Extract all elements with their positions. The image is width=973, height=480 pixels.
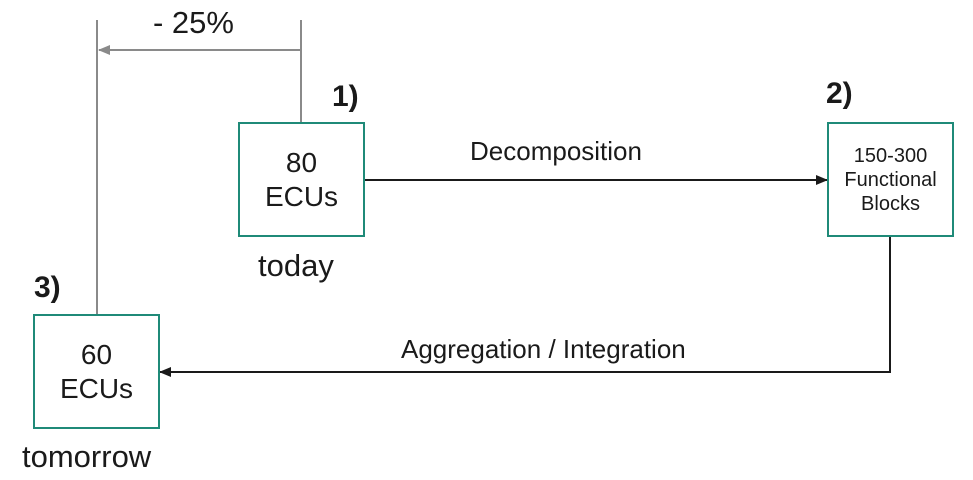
today-ecu-count: 80 xyxy=(285,146,318,178)
aggregation-arrow xyxy=(159,236,891,377)
today-caption: today xyxy=(258,248,334,283)
aggregation-label: Aggregation / Integration xyxy=(401,334,686,364)
today-ecu-unit: ECUs xyxy=(264,180,339,212)
tomorrow-ecu-box: 60 ECUs xyxy=(33,314,160,429)
tomorrow-caption: tomorrow xyxy=(22,439,152,474)
decomposition-label: Decomposition xyxy=(470,136,642,166)
functional-blocks-word2: Blocks xyxy=(861,192,920,215)
step-3-label: 3) xyxy=(34,271,61,304)
step-1-label: 1) xyxy=(332,80,359,113)
functional-blocks-range: 150-300 xyxy=(853,144,928,167)
functional-blocks-box: 150-300 Functional Blocks xyxy=(827,122,954,237)
reduction-label: - 25% xyxy=(153,5,234,40)
tomorrow-ecu-count: 60 xyxy=(80,338,113,370)
tomorrow-ecu-unit: ECUs xyxy=(59,372,134,404)
functional-blocks-word1: Functional xyxy=(844,168,937,191)
step-2-label: 2) xyxy=(826,77,853,110)
today-ecu-box: 80 ECUs xyxy=(238,122,365,237)
